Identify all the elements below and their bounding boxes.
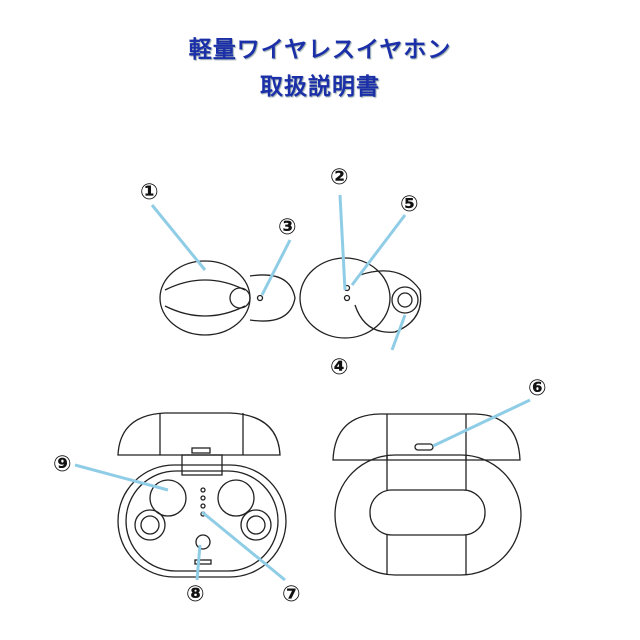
earbud-inner-view (299, 257, 422, 339)
callout-3: ③ (278, 215, 297, 240)
charging-case-open (117, 412, 287, 578)
charging-case-closed (332, 413, 522, 576)
document-subtitle: 取扱説明書 (260, 74, 380, 100)
document-title: 軽量ワイヤレスイヤホン (188, 37, 452, 63)
callout-5: ⑤ (400, 192, 419, 217)
earbud-side-view (159, 260, 296, 336)
callout-8: ⑧ (186, 582, 205, 607)
callout-7: ⑦ (282, 582, 301, 607)
callout-6: ⑥ (528, 376, 547, 401)
callout-9: ⑨ (53, 452, 72, 477)
leader-lines (74, 194, 531, 582)
callout-2: ② (330, 165, 349, 190)
callout-1: ① (140, 180, 159, 205)
callout-4: ④ (330, 355, 349, 380)
